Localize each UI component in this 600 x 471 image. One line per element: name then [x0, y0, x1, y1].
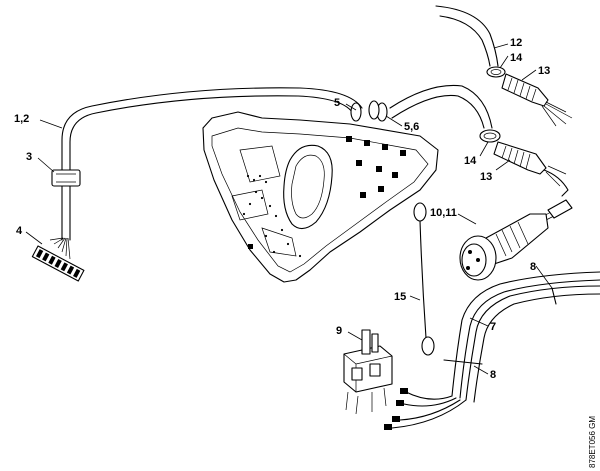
label-14-top: 14	[510, 52, 523, 64]
cable-8	[443, 285, 600, 403]
label-8-bottom: 8	[490, 369, 496, 381]
grommet-3	[51, 169, 81, 187]
sleeve-14-middle	[479, 129, 501, 143]
label-14-middle: 14	[464, 155, 477, 167]
cable-7	[451, 271, 600, 399]
switch-9	[343, 329, 393, 415]
part-labels: 1,2 3 4 5 5,6 12 14 13 14 13 10,11 8 15 …	[14, 37, 550, 381]
leader-lines	[25, 43, 553, 375]
connector-4	[31, 237, 85, 282]
label-8-top: 8	[530, 261, 536, 273]
label-13-top: 13	[538, 65, 550, 77]
label-7: 7	[490, 321, 496, 333]
spring-clip-15	[413, 202, 435, 356]
label-10-11: 10,11	[430, 207, 457, 219]
cable-1-2	[61, 87, 363, 241]
label-13-middle: 13	[480, 171, 492, 183]
label-1-2: 1,2	[14, 113, 29, 125]
label-12: 12	[510, 37, 522, 49]
label-5: 5	[334, 97, 340, 109]
label-9: 9	[336, 325, 342, 337]
plug-13-top	[501, 73, 573, 127]
drawing-code: 878ET056 GM	[588, 416, 597, 468]
label-4: 4	[16, 225, 23, 237]
plug-13-middle	[493, 141, 569, 197]
sleeve-14-top	[486, 66, 506, 78]
label-15: 15	[394, 291, 406, 303]
label-3: 3	[26, 151, 32, 163]
label-5-6: 5,6	[404, 121, 419, 133]
cable-5-6	[389, 84, 493, 129]
switch-housing	[202, 111, 439, 283]
grommet-5	[350, 100, 388, 122]
cable-12	[435, 5, 499, 67]
wire-leads	[384, 388, 467, 430]
plug-10-11	[459, 199, 573, 281]
